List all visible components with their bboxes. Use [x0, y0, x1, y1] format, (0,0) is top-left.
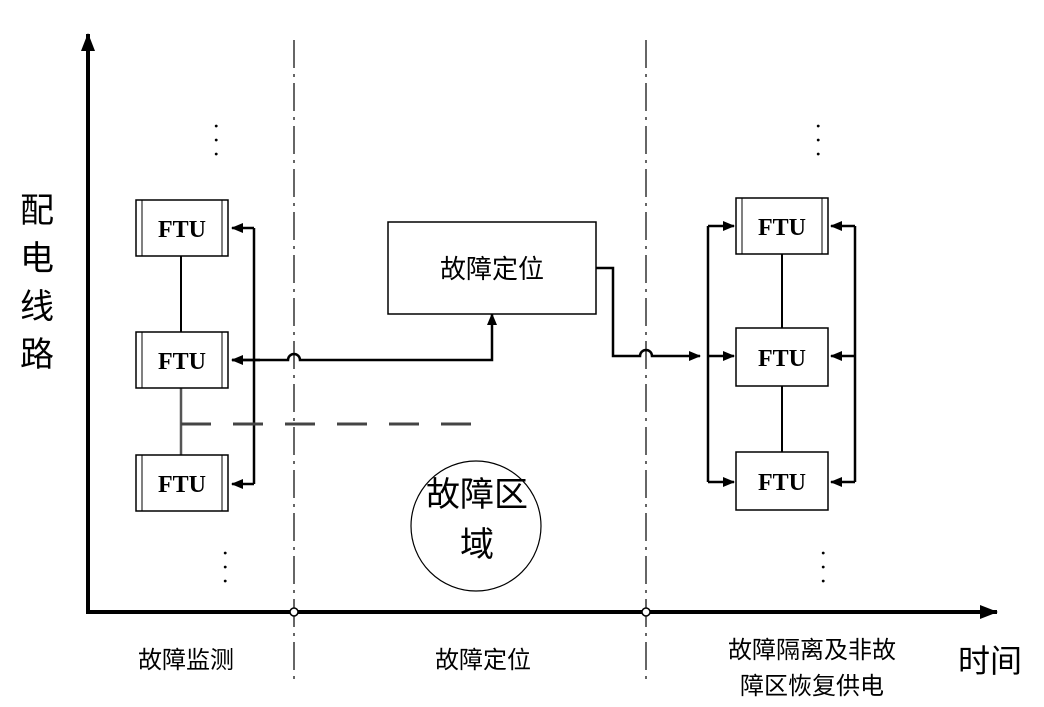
ellipsis-left-bottom: . . .	[218, 550, 243, 585]
ftu-label: FTU	[758, 346, 806, 372]
y-axis-label: 配 电 线 路	[20, 191, 54, 375]
fault-zone-line-1: 故障区	[426, 475, 528, 515]
fault-zone-line-2: 域	[460, 525, 494, 565]
ftu-right-2: FTU	[735, 327, 829, 387]
axis-crossing-2	[641, 607, 651, 617]
ftu-label: FTU	[158, 349, 206, 375]
y-label-char-1: 配	[20, 191, 54, 231]
ftu-label: FTU	[758, 215, 806, 241]
fault-zone: 故障区 域	[410, 460, 542, 592]
ftu-left-1: FTU	[135, 199, 229, 257]
ftu-left-3: FTU	[135, 454, 229, 512]
phase-label-detection: 故障监测	[138, 646, 234, 674]
ftu-label: FTU	[158, 217, 206, 243]
ellipsis-right-bottom: . . .	[816, 550, 841, 585]
phase-label-location: 故障定位	[435, 646, 531, 674]
phase-label-isolation-1: 故障隔离及非故	[728, 636, 896, 664]
fault-locate-label: 故障定位	[440, 255, 544, 285]
ftu-right-1: FTU	[735, 197, 829, 255]
ftu-right-3: FTU	[735, 451, 829, 511]
ellipsis-group: . . . . . . . . . . . .	[209, 123, 841, 585]
ftu-left-2: FTU	[135, 331, 229, 389]
comm-line-left	[232, 313, 497, 362]
ftu-label: FTU	[758, 470, 806, 496]
ftu-label: FTU	[158, 472, 206, 498]
x-axis-label: 时间	[958, 642, 1022, 680]
ellipsis-left-top: . . .	[209, 123, 234, 158]
comm-line-right	[596, 266, 701, 361]
axis-crossing-1	[289, 607, 299, 617]
fault-locate-box: 故障定位	[387, 221, 597, 315]
ellipsis-right-top: . . .	[811, 123, 836, 158]
y-label-char-3: 线	[20, 287, 54, 327]
phase-label-isolation-2: 障区恢复供电	[740, 672, 884, 700]
y-label-char-2: 电	[20, 239, 54, 279]
y-label-char-4: 路	[20, 335, 54, 375]
